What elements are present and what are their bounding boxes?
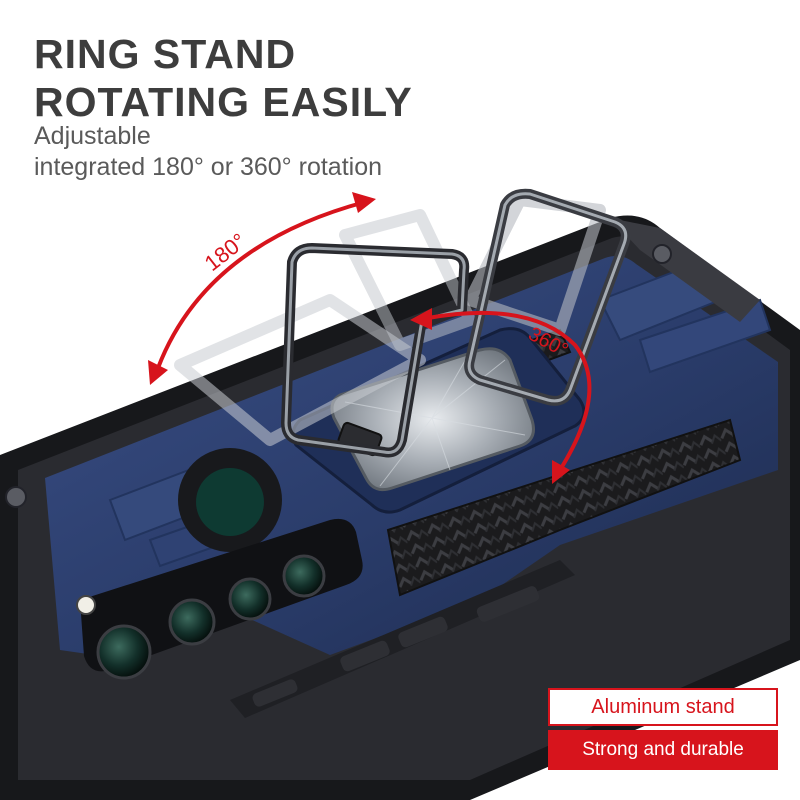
phone-case <box>0 215 800 800</box>
corner-screw-icon <box>652 244 672 264</box>
camera-lens-icon <box>228 577 272 621</box>
headline-line-2: ROTATING EASILY <box>34 79 413 125</box>
angle-label-180: 180° <box>200 228 251 276</box>
flash-icon <box>76 595 96 615</box>
side-button <box>340 640 390 672</box>
side-button <box>398 616 448 648</box>
corner-screw-icon <box>5 486 27 508</box>
camera-lens-icon <box>282 554 326 598</box>
badge-subtitle: Strong and durable <box>548 730 778 770</box>
camera-lens-icon <box>96 624 152 680</box>
headline-line-1: RING STAND <box>34 31 297 77</box>
side-button <box>252 679 298 707</box>
camera-lens-icon <box>168 598 216 646</box>
curved-double-arrow-icon <box>410 308 592 484</box>
badge-title: Aluminum stand <box>548 688 778 726</box>
camera-module <box>76 518 363 680</box>
subheadline-line-2: integrated 180° or 360° rotation <box>34 153 383 181</box>
feature-badge: Aluminum stand Strong and durable <box>548 688 778 770</box>
curved-double-arrow-icon <box>148 192 376 385</box>
headline: RING STAND ROTATING EASILY <box>34 30 413 126</box>
subheadline-line-1: Adjustable <box>34 122 151 150</box>
subheadline: Adjustable integrated 180° or 360° rotat… <box>34 121 382 183</box>
side-button <box>476 586 540 622</box>
